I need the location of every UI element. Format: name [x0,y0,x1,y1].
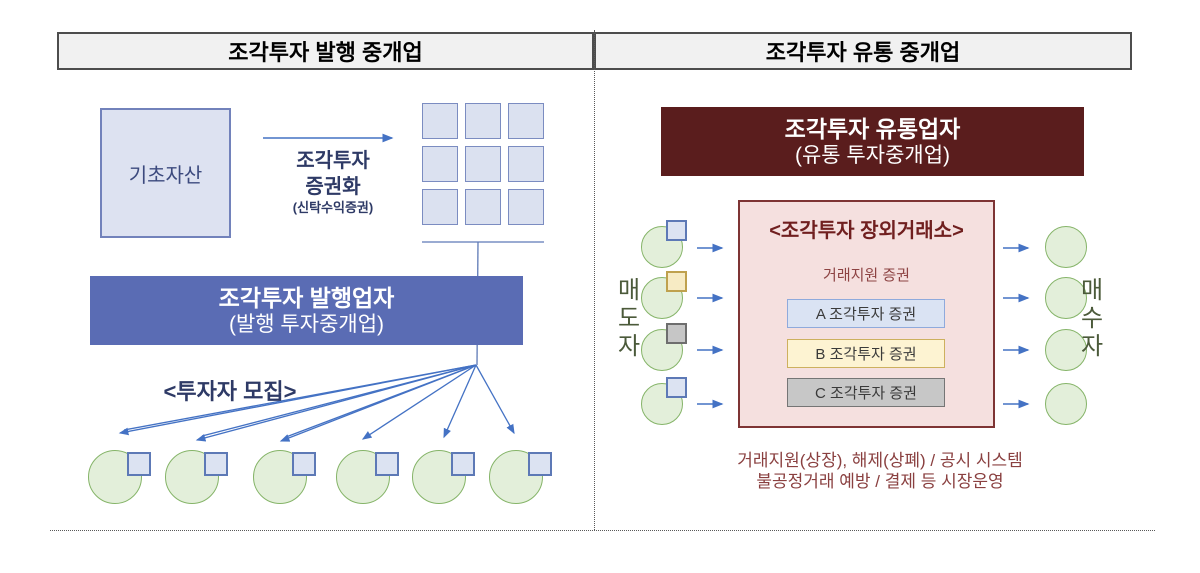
left-panel-header: 조각투자 발행 중개업 [57,32,594,70]
seller-label: 매 도 자 [615,277,643,361]
securitization-label: 조각투자 증권화 (신탁수익증권) [268,148,398,216]
token-grid-square [422,189,458,225]
buyer-circle [1045,226,1087,268]
investor-unit [253,450,319,508]
otc-exchange-box: <조각투자 장외거래소> 거래지원 증권 A 조각투자 증권 B 조각투자 증권… [738,200,995,428]
investor-token-square [528,452,552,476]
security-item-c: C 조각투자 증권 [787,378,945,407]
seller-token-gray [666,323,687,344]
buyer-unit [1045,383,1087,425]
buyer-label-char: 수 [1080,305,1104,332]
investor-unit [412,450,478,508]
seller-label-char: 도 [617,305,641,332]
investor-unit [336,450,402,508]
securitization-label-line2: 증권화 [305,176,361,198]
token-grid-square [422,146,458,182]
investor-unit [165,450,231,508]
securitization-label-line3: (신탁수익증권) [292,200,374,215]
distributor-banner-title: 조각투자 유통업자 [784,115,961,142]
seller-unit [641,271,689,319]
investor-token-square [292,452,316,476]
issuer-banner: 조각투자 발행업자 (발행 투자중개업) [90,276,523,345]
otc-exchange-title: <조각투자 장외거래소> [769,220,964,242]
distributor-banner: 조각투자 유통업자 (유통 투자중개업) [661,107,1084,176]
investor-token-square [127,452,151,476]
token-grid-square [465,189,501,225]
buyer-unit [1045,329,1087,371]
distribution-fan-arrows [118,364,515,442]
underlying-asset-label: 기초자산 [128,164,203,187]
seller-token-yellow [666,271,687,292]
buyer-label: 매 수 자 [1078,277,1106,361]
security-item-b: B 조각투자 증권 [787,339,945,368]
token-grid-square [465,146,501,182]
seller-label-char: 매 [617,277,641,304]
token-grid-square [508,189,544,225]
buyer-unit [1045,226,1087,268]
securitization-label-line1: 조각투자 [296,150,370,172]
investor-circle [88,450,142,504]
token-grid-square [508,103,544,139]
seller-unit [641,220,689,268]
buyer-circle [1045,383,1087,425]
investor-unit [88,450,154,508]
bottom-border-line [50,530,1155,531]
right-panel-header-label: 조각투자 유통 중개업 [765,40,961,65]
token-grid [422,103,544,225]
market-operation-note: 거래지원(상장), 해제(상폐) / 공시 시스템 불공정거래 예방 / 결제 … [630,450,1130,492]
investor-token-square [204,452,228,476]
seller-unit [641,377,689,425]
seller-token-blue [666,377,687,398]
market-operation-note-line1: 거래지원(상장), 해제(상폐) / 공시 시스템 [737,451,1023,470]
buyer-circle [1045,329,1087,371]
investor-recruit-label: <투자자 모집> [163,379,297,404]
token-grid-square [465,103,501,139]
issuer-banner-title: 조각투자 발행업자 [218,284,395,311]
security-item-a: A 조각투자 증권 [787,299,945,328]
token-grid-square [422,103,458,139]
investor-token-square [451,452,475,476]
panel-divider-line [594,30,595,530]
right-panel-header: 조각투자 유통 중개업 [594,32,1132,70]
seller-arrows [697,243,724,409]
token-grid-square [508,146,544,182]
buyer-label-char: 매 [1080,277,1104,304]
issuer-banner-subtitle: (발행 투자중개업) [228,312,385,336]
market-operation-note-line2: 불공정거래 예방 / 결제 등 시장운영 [756,472,1004,491]
buyer-circle [1045,277,1087,319]
buyer-arrows [1003,243,1030,409]
seller-label-char: 자 [617,333,641,360]
distributor-banner-subtitle: (유통 투자중개업) [794,143,951,167]
buyer-label-char: 자 [1080,333,1104,360]
buyer-unit [1045,277,1087,319]
left-panel-header-label: 조각투자 발행 중개업 [228,40,423,65]
seller-unit [641,323,689,371]
otc-exchange-subtitle: 거래지원 증권 [823,267,910,284]
investor-token-square [375,452,399,476]
underlying-asset-box: 기초자산 [100,108,231,238]
seller-token-blue [666,220,687,241]
investor-unit [489,450,555,508]
